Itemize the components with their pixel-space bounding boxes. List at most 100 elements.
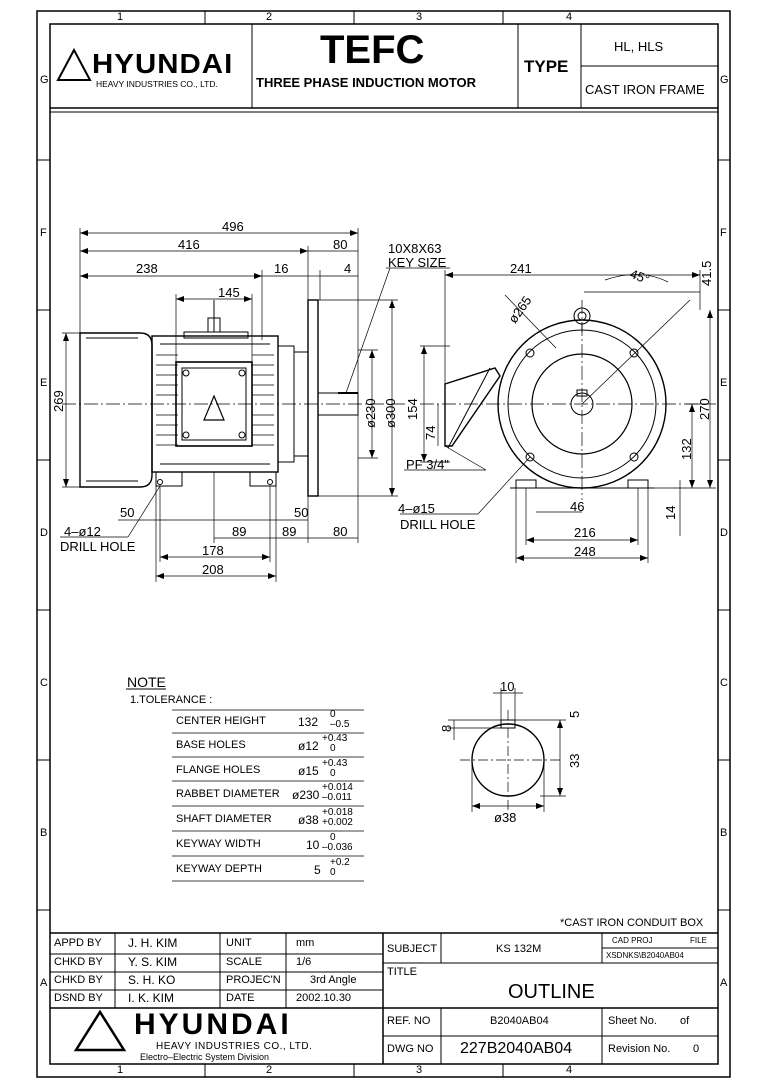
- dwg-no-value: 227B2040AB04: [460, 1040, 573, 1057]
- conduit-note: *CAST IRON CONDUIT BOX: [560, 917, 704, 929]
- dim-41-5: 41.5: [699, 260, 714, 286]
- zone-row-b: B: [40, 827, 48, 839]
- zone-col-4: 4: [566, 11, 573, 23]
- zone-row-a-right: A: [720, 977, 728, 989]
- tol-nominal-center-height: 132: [298, 715, 319, 729]
- tol-lower-flange-holes: 0: [330, 768, 336, 779]
- company-logo: HYUNDAI: [92, 48, 234, 79]
- zone-col-2-bottom: 2: [266, 1064, 273, 1076]
- scale-value: 1/6: [296, 956, 312, 968]
- conduit-pf: PF 3/4": [406, 457, 449, 472]
- zone-row-g: G: [40, 74, 49, 86]
- tol-lower-rabbet: –0.011: [322, 792, 352, 803]
- drawing-subtitle: THREE PHASE INDUCTION MOTOR: [256, 75, 477, 90]
- dim-50-left: 50: [120, 505, 135, 520]
- tol-nominal-shaft: ø38: [298, 813, 319, 827]
- division-logo-sub1: HEAVY INDUSTRIES CO., LTD.: [156, 1041, 313, 1052]
- sheet-of-label: of: [680, 1015, 690, 1027]
- keyway-33: 33: [567, 753, 582, 768]
- tol-label-keyway-depth: KEYWAY DEPTH: [176, 863, 262, 875]
- tol-lower-shaft: +0.002: [322, 817, 353, 828]
- division-logo: HYUNDAI: [134, 1008, 292, 1041]
- scale-label: SCALE: [226, 956, 263, 968]
- revision-label: Revision No.: [608, 1043, 671, 1055]
- zone-row-d-right: D: [720, 527, 728, 539]
- company-subtitle: HEAVY INDUSTRIES CO., LTD.: [96, 79, 218, 89]
- type-label: TYPE: [524, 57, 569, 76]
- tol-upper-flange-holes: +0.43: [322, 758, 348, 769]
- dim-208: 208: [202, 562, 224, 577]
- dim-46: 46: [570, 499, 585, 514]
- note-title: NOTE: [127, 674, 166, 690]
- unit-label: UNIT: [226, 937, 252, 949]
- dim-416: 416: [178, 237, 200, 252]
- date-label: DATE: [226, 992, 255, 1004]
- key-size-label: KEY SIZE: [388, 255, 447, 270]
- appd-label: APPD BY: [54, 937, 102, 949]
- zone-row-d: D: [40, 527, 48, 539]
- dsnd-label: DSND BY: [54, 992, 103, 1004]
- tol-lower-keyway-depth: 0: [330, 867, 336, 878]
- dim-4: 4: [344, 261, 352, 276]
- title-value: OUTLINE: [508, 981, 595, 1003]
- ref-no-value: B2040AB04: [490, 1015, 549, 1027]
- dim-178: 178: [202, 543, 224, 558]
- cad-proj-label: CAD PROJ: [612, 936, 653, 945]
- dim-238: 238: [136, 261, 158, 276]
- tol-label-keyway-width: KEYWAY WIDTH: [176, 838, 261, 850]
- dim-154: 154: [405, 398, 420, 420]
- tol-nominal-flange-holes: ø15: [298, 764, 319, 778]
- zone-row-e-right: E: [720, 377, 728, 389]
- dim-496: 496: [222, 219, 244, 234]
- tol-label-rabbet: RABBET DIAMETER: [176, 788, 280, 800]
- dim-80-top: 80: [333, 237, 348, 252]
- type-value: HL, HLS: [614, 39, 664, 54]
- drill-hole-note-1: DRILL HOLE: [60, 539, 136, 554]
- key-dim: 10X8X63: [388, 241, 442, 256]
- tol-upper-keyway-depth: +0.2: [330, 857, 350, 868]
- dim-89-right: 89: [282, 524, 297, 539]
- zone-col-1: 1: [117, 11, 124, 23]
- dim-16: 16: [274, 261, 289, 276]
- keyway-8: 8: [439, 724, 454, 732]
- flange-holes-note: 4–ø15: [398, 501, 435, 516]
- dim-216: 216: [574, 525, 596, 540]
- cad-file-value: XSDNKS\B2040AB04: [606, 951, 684, 960]
- tol-lower-keyway-width: –0.036: [322, 842, 353, 853]
- unit-value: mm: [296, 937, 315, 949]
- dwg-no-label: DWG NO: [387, 1043, 434, 1055]
- note-subtitle: 1.TOLERANCE :: [130, 694, 213, 706]
- tol-upper-shaft: +0.018: [322, 807, 353, 818]
- dim-248: 248: [574, 544, 596, 559]
- dim-145: 145: [218, 285, 240, 300]
- dim-89-left: 89: [232, 524, 247, 539]
- zone-row-a: A: [40, 977, 48, 989]
- revision-value: 0: [693, 1043, 700, 1055]
- zone-col-4-bottom: 4: [566, 1064, 573, 1076]
- keyway-10: 10: [500, 679, 515, 694]
- dim-230: ø230: [363, 398, 378, 428]
- dim-241: 241: [510, 261, 532, 276]
- chkd2-value: S. H. KO: [128, 973, 176, 987]
- tol-nominal-base-holes: ø12: [298, 739, 319, 753]
- dim-50-right: 50: [294, 505, 309, 520]
- zone-row-c: C: [40, 677, 48, 689]
- sheet-no-label: Sheet No.: [608, 1015, 657, 1027]
- zone-row-b-right: B: [720, 827, 728, 839]
- keyway-5: 5: [567, 710, 582, 718]
- dim-14: 14: [663, 505, 678, 520]
- dim-74: 74: [423, 425, 438, 440]
- tol-lower-base-holes: 0: [330, 743, 336, 754]
- zone-row-e: E: [40, 377, 48, 389]
- division-logo-sub2: Electro–Electric System Division: [140, 1052, 270, 1062]
- tol-upper-center-height: 0: [330, 709, 336, 720]
- tol-nominal-keyway-depth: 5: [314, 863, 321, 877]
- zone-col-3-bottom: 3: [416, 1064, 423, 1076]
- base-holes-note: 4–ø12: [64, 524, 101, 539]
- appd-value: J. H. KIM: [128, 936, 178, 950]
- shaft-dia-38: ø38: [494, 810, 517, 825]
- projection-value: 3rd Angle: [310, 974, 357, 986]
- dim-132: 132: [679, 438, 694, 460]
